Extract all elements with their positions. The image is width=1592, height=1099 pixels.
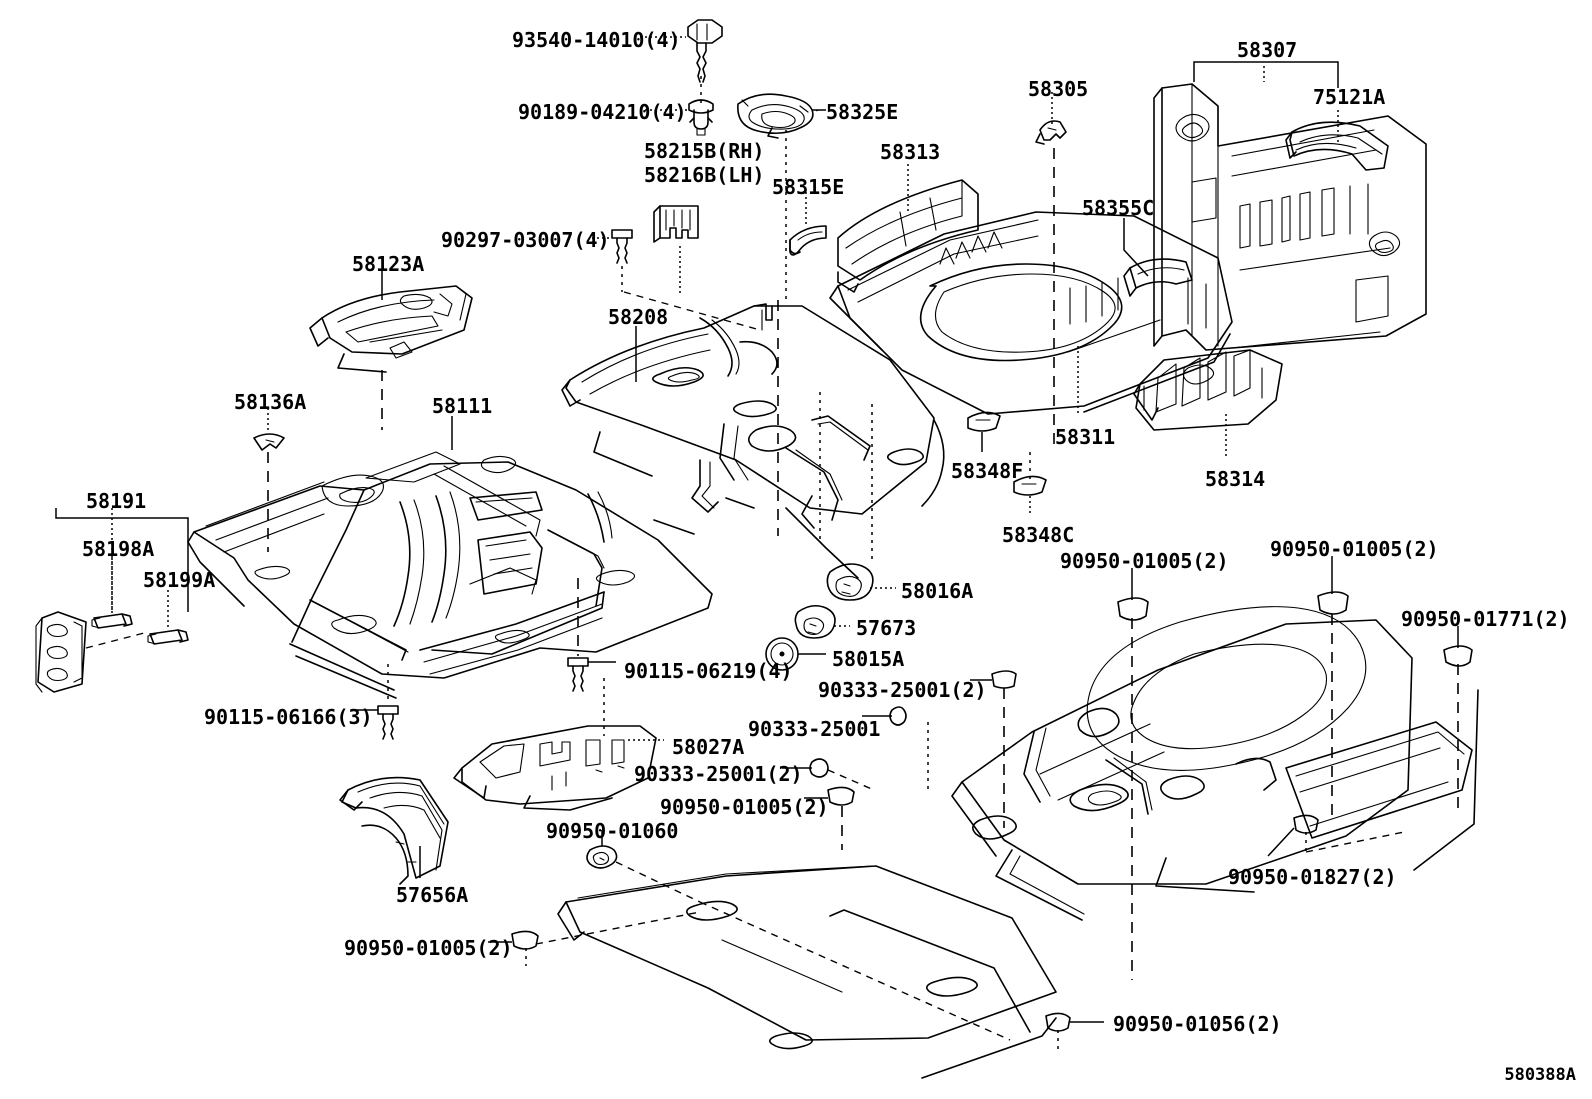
fastener-90950-01060-icon [586,830,618,869]
label-58355C: 58355C [1082,196,1155,220]
label-58199A: 58199A [143,568,216,592]
label-58313: 58313 [880,140,941,164]
label-58208: 58208 [608,305,669,329]
label-58315E: 58315E [772,175,845,199]
label-90950-01005-a: 90950-01005(2) [1060,549,1229,573]
label-90333-25001-b: 90333-25001 [748,717,881,741]
label-58191: 58191 [86,489,147,513]
fastener-90950-01056-icon [1045,1012,1104,1032]
part-58311-art [829,211,1233,415]
label-75121A: 75121A [1313,85,1386,109]
label-58015A: 58015A [832,647,905,671]
label-90950-01005-d: 90950-01005(2) [344,936,513,960]
label-93540-14010: 93540-14010(4) [512,28,681,52]
part-57673-art [794,604,836,639]
label-90115-06166: 90115-06166(3) [204,705,373,729]
fastener-90950-01005-a-icon [1117,597,1149,621]
label-90950-01060: 90950-01060 [546,819,679,843]
fastener-90333-25001-a-icon [970,670,1017,689]
label-58314: 58314 [1205,467,1266,491]
fastener-90950-01005-d-icon [488,930,539,950]
label-90950-01771: 90950-01771(2) [1401,607,1570,631]
fastener-90189-04210-icon [640,99,714,136]
fastener-93540-14010-icon [640,19,723,83]
part-58315E-art [789,225,827,256]
label-58111: 58111 [432,394,493,418]
part-58111-art [187,451,713,699]
fastener-90333-25001-b-icon [862,706,907,726]
fastener-90950-01005-c-icon [804,786,855,806]
fastener-90115-06219-icon [567,657,616,692]
rear-floor-pan-art [951,606,1479,921]
label-58016A: 58016A [901,579,974,603]
label-90950-01827: 90950-01827(2) [1228,865,1397,889]
part-58136A-art [253,433,285,451]
part-58199A-art [147,629,189,645]
label-58348C: 58348C [1002,523,1075,547]
fastener-90950-01771-icon [1443,645,1473,667]
part-58325E-art [737,93,819,139]
part-58313-art [837,179,979,293]
part-58305-art [1035,120,1067,145]
label-90333-25001-a: 90333-25001(2) [818,678,987,702]
label-58307: 58307 [1237,38,1298,62]
part-58123A-art [309,285,473,373]
label-58216B-lh: 58216B(LH) [644,163,765,187]
label-90115-06219: 90115-06219(4) [624,659,793,683]
label-58123A: 58123A [352,252,425,276]
fastener-90950-01827-icon [1267,814,1319,857]
label-90189-04210: 90189-04210(4) [518,100,687,124]
label-58325E: 58325E [826,100,899,124]
part-58314-art [1133,349,1283,431]
label-90333-25001-c: 90333-25001(2) [634,762,803,786]
label-90297-03007: 90297-03007(4) [441,228,610,252]
fastener-90333-25001-c-icon [782,758,829,778]
label-57673: 57673 [856,616,917,640]
fastener-90115-06166-icon [356,705,399,740]
label-58348F: 58348F [951,459,1024,483]
label-58311: 58311 [1055,425,1116,449]
label-58215B-rh: 58215B(RH) [644,139,765,163]
part-58348C-art [1013,475,1047,496]
label-57656A: 57656A [396,883,469,907]
part-58198A-art [91,613,133,629]
diagram-id-code: 580388A [1504,1065,1576,1085]
part-75121A-art [1285,121,1389,171]
fastener-90950-01005-b-icon [1317,591,1349,615]
part-58355C-art [1123,258,1193,297]
fastener-90297-03007-icon [592,229,633,264]
label-58136A: 58136A [234,390,307,414]
part-57656A-art [339,776,449,885]
part-58027A-art [453,725,657,811]
part-58208-art [561,303,945,579]
part-58307-art [1153,83,1427,351]
part-58191-art [35,611,87,693]
underbody-panel-art [557,865,1057,1079]
part-58348F-art [967,411,1001,432]
label-90950-01056: 90950-01056(2) [1113,1012,1282,1036]
part-58215B-art [653,205,699,243]
label-58198A: 58198A [82,537,155,561]
label-58027A: 58027A [672,735,745,759]
label-90950-01005-b: 90950-01005(2) [1270,537,1439,561]
label-90950-01005-c: 90950-01005(2) [660,795,829,819]
part-58016A-art [826,563,874,601]
label-58305: 58305 [1028,77,1089,101]
